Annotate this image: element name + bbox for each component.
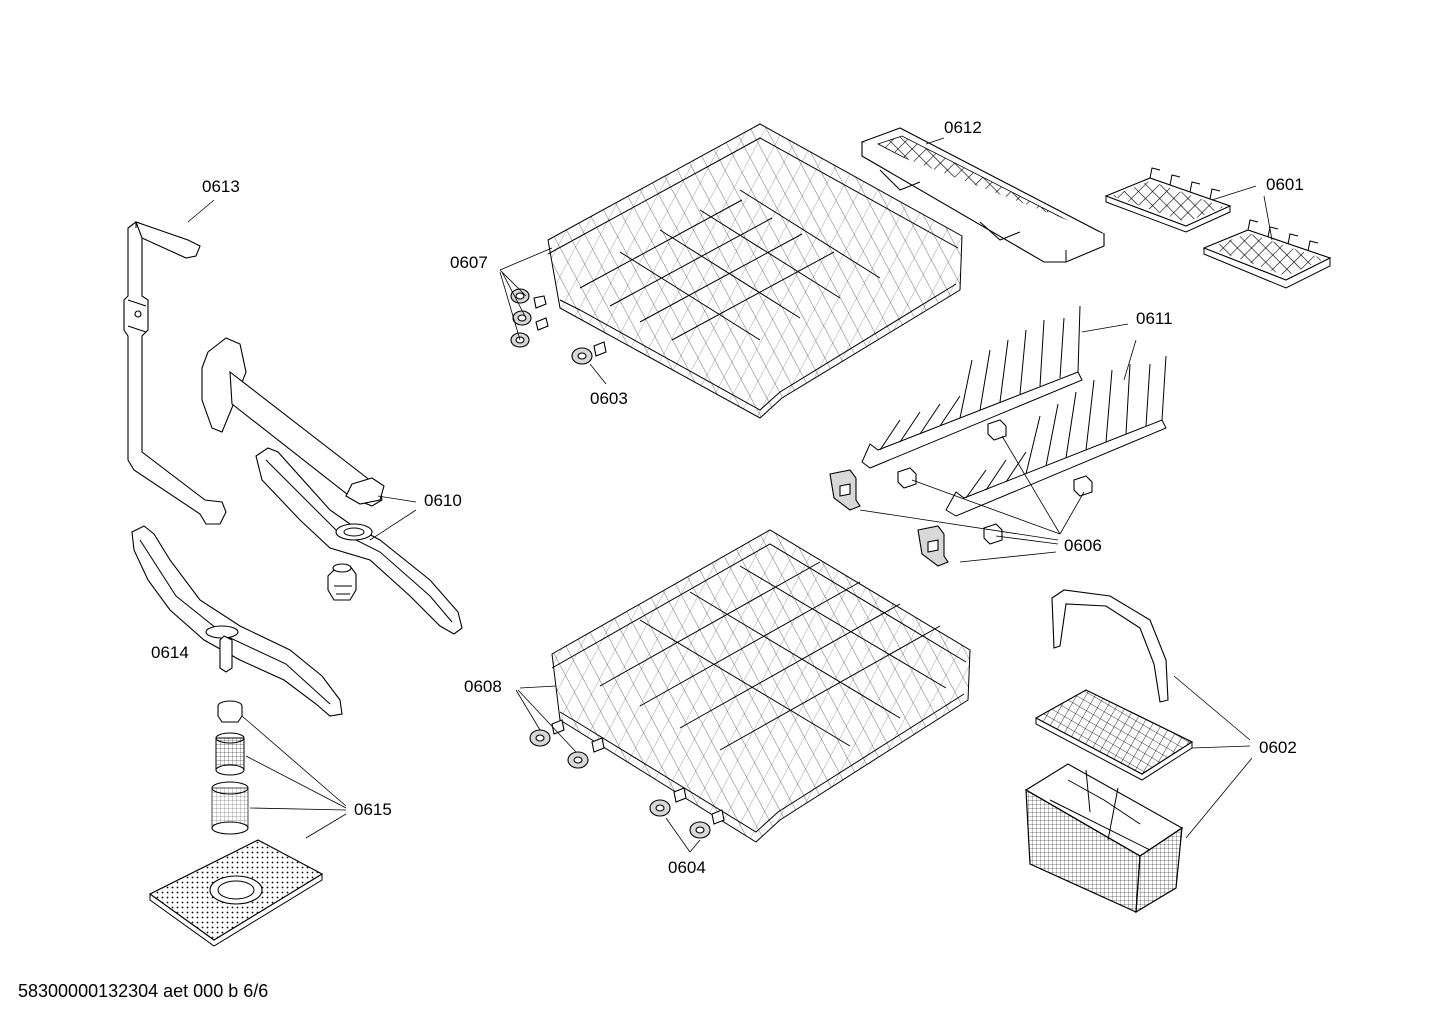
callout-0606: 0606 bbox=[1064, 536, 1102, 555]
part-0608-lower-rack-rollers bbox=[529, 719, 605, 769]
callout-0607: 0607 bbox=[450, 253, 488, 272]
callout-0610: 0610 bbox=[424, 491, 462, 510]
part-0607-upper-rack-rollers bbox=[510, 288, 549, 348]
part-0615-filter-set bbox=[148, 700, 324, 947]
part-0601-cup-shelves bbox=[1104, 167, 1332, 289]
part-0602-cutlery-basket bbox=[1024, 589, 1194, 914]
part-0613-supply-pipe bbox=[123, 221, 227, 525]
callout-0604: 0604 bbox=[668, 858, 706, 877]
part-upper-rack bbox=[547, 123, 963, 419]
part-0604-lower-rack-rollers bbox=[649, 787, 725, 839]
part-0606-clips bbox=[829, 419, 1093, 567]
part-0614-lower-spray-arm bbox=[131, 525, 343, 717]
part-0612-cutlery-tray bbox=[860, 127, 1106, 263]
part-0611-folding-tines bbox=[861, 305, 1167, 517]
callout-0602: 0602 bbox=[1259, 738, 1297, 757]
callout-0601: 0601 bbox=[1266, 175, 1304, 194]
callout-0613: 0613 bbox=[202, 177, 240, 196]
callout-0614: 0614 bbox=[151, 643, 189, 662]
part-0603-upper-rack-roller bbox=[571, 341, 607, 365]
part-lower-rack bbox=[551, 529, 971, 843]
callout-0608: 0608 bbox=[464, 677, 502, 696]
document-footer-id: 58300000132304 aet 000 b 6/6 bbox=[18, 981, 268, 1001]
leader-lines bbox=[187, 137, 1273, 853]
callout-0611: 0611 bbox=[1136, 309, 1173, 328]
callout-0603: 0603 bbox=[590, 389, 628, 408]
part-0610-upper-spray-arm bbox=[201, 337, 463, 635]
callout-0612: 0612 bbox=[944, 118, 982, 137]
callout-0615: 0615 bbox=[354, 800, 392, 819]
